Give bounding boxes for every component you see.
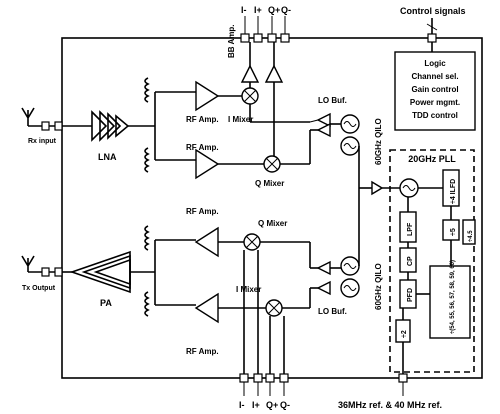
lna-stage-icon (91, 110, 108, 142)
bottom-baseband-pins: I- I+ Q+ Q- 36MHz ref. & 40 MHz ref. (239, 373, 442, 410)
pad-icon (54, 121, 63, 131)
bb-amp-icon (264, 64, 284, 83)
lna-label: LNA (98, 152, 117, 162)
top-pin-i-plus-label: I+ (254, 5, 262, 15)
div45-label: ÷4.5 (468, 230, 474, 242)
div45-block (462, 219, 476, 245)
ilfd-label: ÷4 ILFD (450, 179, 457, 204)
pad-icon (279, 373, 289, 383)
rx-chain: Rx input LNA RF Amp. RF Amp. I Mixer Q M… (21, 25, 383, 188)
pad-icon (267, 33, 277, 43)
pad-icon (54, 267, 63, 277)
lo-buf-top-label: LO Buf. (318, 96, 347, 105)
transformer-icon (144, 225, 150, 251)
div5-label: ÷5 (450, 228, 457, 236)
bottom-pin-i-minus-label: I- (239, 400, 245, 410)
qilo-top-label: 60GHz QILO (374, 118, 383, 165)
rf-amp-4-label: RF Amp. (186, 347, 219, 356)
rf-amp-icon (195, 148, 220, 180)
cp-label: CP (407, 256, 414, 266)
pll-title: 20GHz PLL (408, 154, 456, 164)
bottom-pin-i-plus-label: I+ (252, 400, 260, 410)
rx-input-label: Rx input (28, 138, 57, 145)
control-line-1: Logic (424, 59, 446, 68)
control-logic-box (394, 51, 476, 131)
pad-icon (240, 33, 250, 43)
rf-amp-3-label: RF Amp. (186, 207, 219, 216)
i-mixer-bot-label: I Mixer (236, 285, 261, 294)
q-mixer-top-label: Q Mixer (255, 179, 284, 188)
div2-label: ÷2 (401, 330, 408, 338)
prog-divider-block (429, 265, 471, 339)
q-mixer-bot-label: Q Mixer (258, 219, 287, 228)
rf-amp-1-label: RF Amp. (186, 115, 219, 124)
transformer-icon (144, 77, 150, 103)
pad-icon (398, 373, 408, 383)
bb-amp-icon (240, 64, 260, 83)
pfd-label: PFD (407, 288, 414, 302)
transformer-icon (144, 291, 150, 317)
tx-antenna-icon (21, 255, 35, 272)
lo-buffer-icon (316, 122, 331, 138)
tx-chain: Tx Output PA RF Amp. RF Amp. Q Mixer I M… (21, 207, 383, 374)
lpf-label: LPF (407, 222, 414, 236)
reference-clock-label: 36MHz ref. & 40 MHz ref. (338, 400, 442, 410)
control-line-3: Gain control (411, 85, 458, 94)
control-line-5: TDD control (412, 111, 458, 120)
pad-icon (253, 33, 263, 43)
control-line-4: Power mgmt. (410, 98, 460, 107)
transformer-icon (144, 147, 150, 173)
i-mixer-top-label: I Mixer (228, 115, 253, 124)
bb-amp-label: BB Amp. (227, 25, 236, 58)
control-line-2: Channel sel. (411, 72, 458, 81)
pad-icon (427, 33, 437, 43)
pad-icon (265, 373, 275, 383)
rf-amp-icon (194, 226, 219, 258)
pad-icon (239, 373, 249, 383)
top-baseband-pins: I- I+ Q+ Q- (240, 5, 291, 43)
pll-block: 20GHz PLL ÷4 ILFD LPF ÷5 ÷4.5 CP PFD ÷(5… (382, 149, 476, 374)
qilo-bot-label: 60GHz QILO (374, 263, 383, 310)
rf-amp-icon (195, 80, 220, 112)
rf-amp-2-label: RF Amp. (186, 143, 219, 152)
pad-icon (253, 373, 263, 383)
div-n-label: ÷(54, 55, 56, 57, 58, 59, 60) (450, 260, 456, 334)
lo-buffer-icon (316, 260, 331, 276)
pll-boundary (389, 149, 475, 373)
bottom-pin-q-plus-label: Q+ (266, 400, 278, 410)
control-signals-label: Control signals (400, 6, 466, 16)
pad-icon (41, 121, 50, 131)
rx-antenna-icon (21, 107, 35, 126)
pad-icon (280, 33, 290, 43)
lo-buf-bot-label: LO Buf. (318, 307, 347, 316)
top-pin-q-minus-label: Q- (281, 5, 291, 15)
bottom-pin-q-minus-label: Q- (280, 400, 290, 410)
lo-buffer-icon (316, 280, 331, 296)
lo-buffer-icon (371, 180, 384, 196)
pa-label: PA (100, 298, 112, 308)
pa-stage-icon (69, 250, 131, 294)
top-pin-i-minus-label: I- (241, 5, 247, 15)
tx-output-label: Tx Output (22, 285, 56, 292)
rf-amp-icon (194, 292, 219, 324)
lo-buffer-icon (316, 112, 331, 128)
pad-icon (41, 267, 50, 277)
top-pin-q-plus-label: Q+ (268, 5, 280, 15)
